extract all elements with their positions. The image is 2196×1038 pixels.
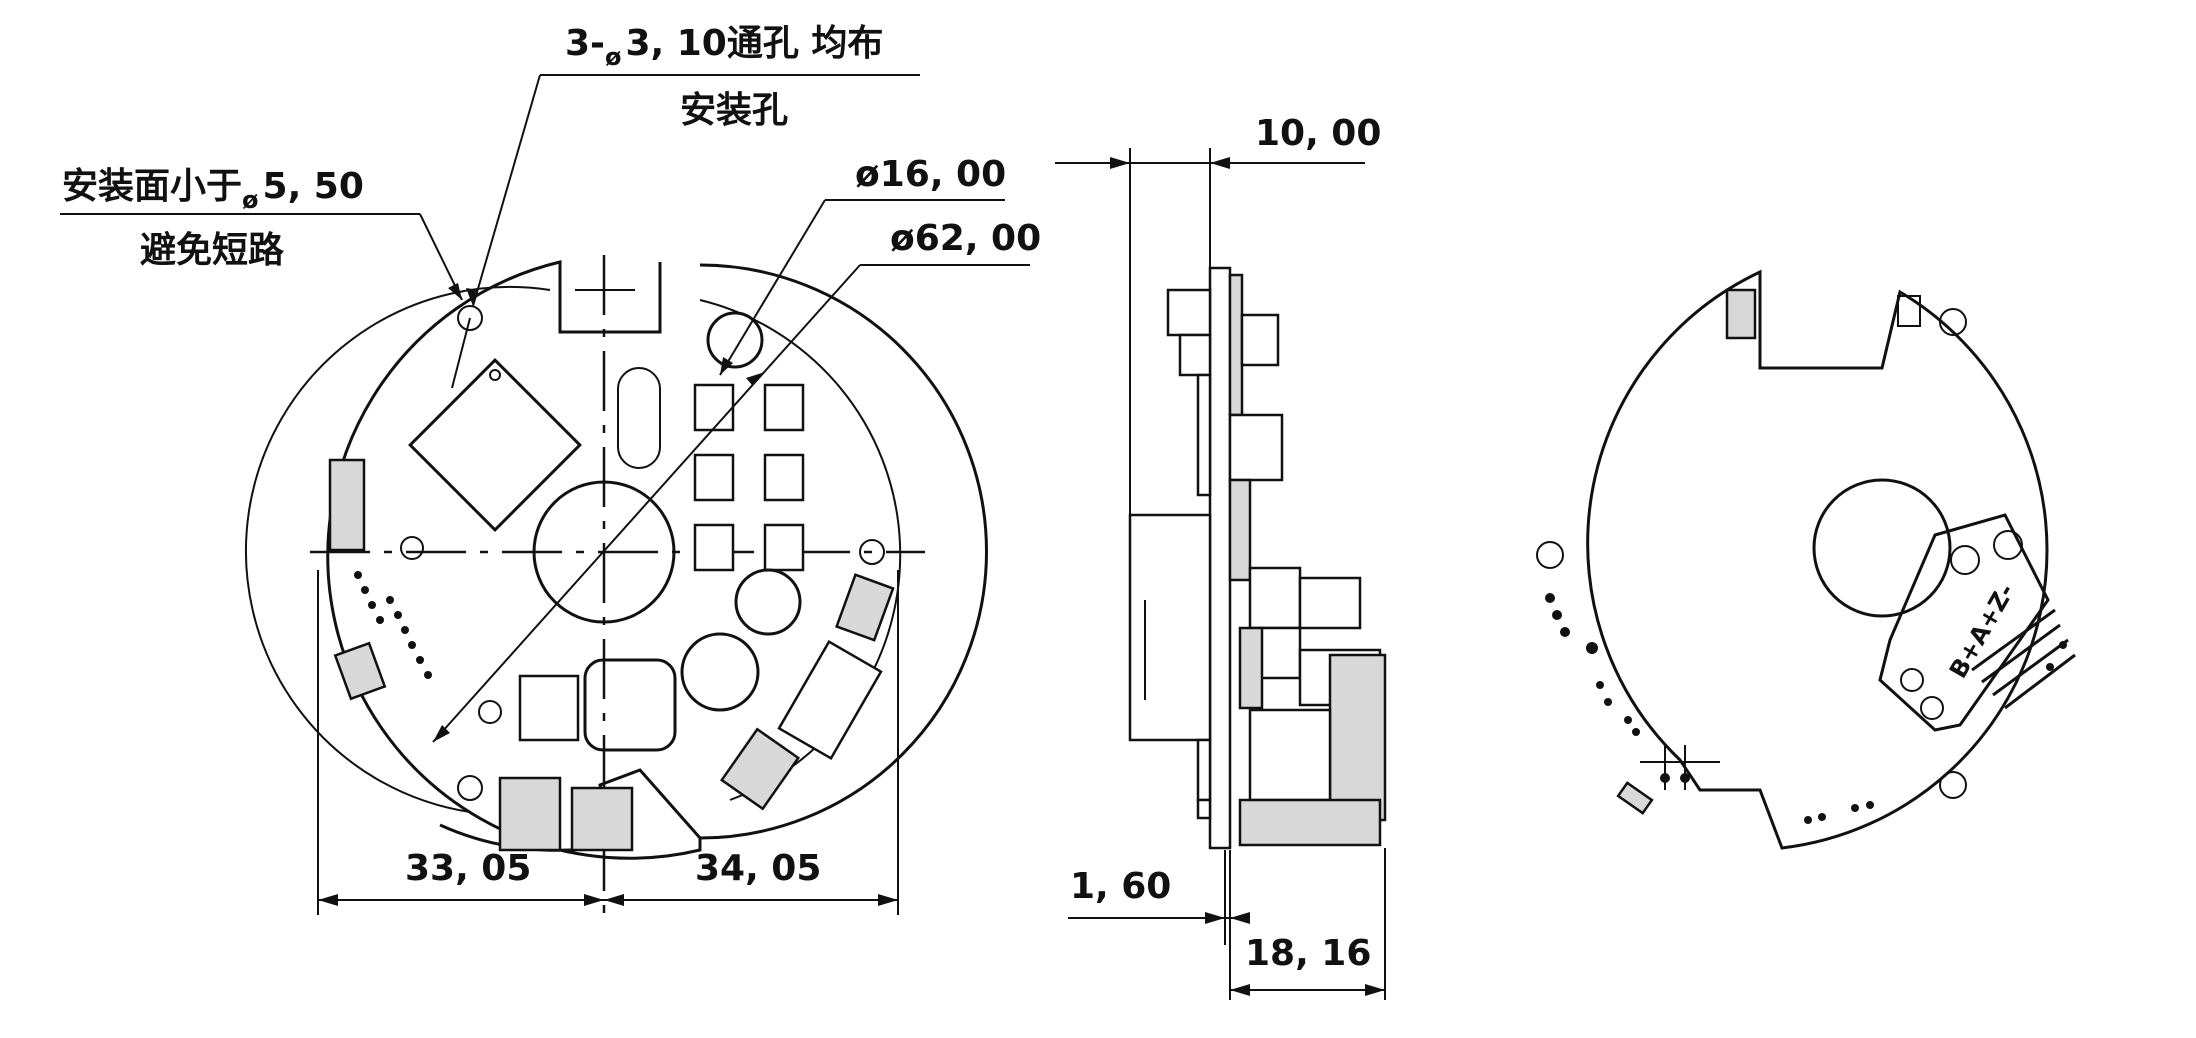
slot [617, 367, 661, 469]
mount-hole-bottom-left [457, 775, 483, 801]
side-comp-4 [1196, 738, 1212, 802]
dia-small-label: ø16, 00 [855, 154, 1006, 195]
dim-side-total: 18, 16 [1245, 933, 1371, 974]
left-connector [328, 458, 366, 552]
leader-dia-large-arrow [433, 725, 450, 742]
leader-dia-small-line [719, 199, 826, 376]
leader-holes-line2 [451, 317, 471, 389]
left-pads [354, 571, 432, 679]
side-comp-1 [1166, 288, 1212, 337]
capacitor-top [706, 311, 764, 369]
inductor [583, 658, 677, 752]
side-comp-3 [1196, 373, 1212, 497]
leader-dia-small-arrow [720, 357, 733, 375]
bottom-connector-1 [498, 776, 562, 852]
back-hole-left [1536, 541, 1564, 569]
back-pin-labels: B+A+Z- [1944, 579, 2020, 683]
side-right-4 [1298, 576, 1362, 630]
hole-lower-left [478, 700, 502, 724]
back-top-connector [1725, 288, 1757, 340]
side-right-2 [1228, 413, 1284, 482]
mount-hole-right [859, 539, 885, 565]
mount-hole-top-left [457, 305, 483, 331]
leader-holes-line [472, 74, 541, 307]
dia-large-label: ø62, 00 [890, 218, 1041, 259]
back-pins [1971, 608, 2076, 710]
leader-holes-arrow [466, 288, 478, 306]
back-center-bore [1812, 478, 1952, 618]
back-connector-plate [1878, 513, 2050, 732]
right-connector-b [777, 639, 883, 761]
leader-dia-large-line [432, 264, 861, 743]
bottom-connector-2 [570, 786, 634, 852]
mount-note-line2: 避免短路 [140, 230, 285, 271]
side-pcb [1208, 266, 1232, 850]
ic-square-rotated [408, 358, 582, 532]
soic-chips [693, 383, 805, 572]
back-hole-bottom [1939, 771, 1967, 799]
hole-left [400, 536, 424, 560]
back-crosshair [1616, 745, 1720, 815]
dim-left-width: 33, 05 [405, 848, 531, 889]
dim-right-width: 34, 05 [695, 848, 821, 889]
square-component [518, 674, 580, 742]
right-connector-a [835, 573, 895, 642]
dim-side-board: 1, 60 [1070, 866, 1171, 907]
holes-note-line2: 安装孔 [680, 90, 788, 131]
front-inner-contour [244, 285, 551, 813]
front-board-outline [326, 260, 988, 860]
center-bore [532, 480, 676, 624]
back-small-pad [1897, 295, 1921, 327]
front-view [60, 74, 1030, 915]
back-hole-top [1939, 308, 1967, 336]
side-right-5 [1248, 708, 1332, 802]
side-right-1 [1240, 313, 1280, 367]
leader-mount-arrow [448, 283, 462, 300]
capacitor-right [734, 568, 802, 636]
back-view: B+A+Z- [1536, 269, 2076, 850]
side-comp-2 [1178, 333, 1212, 377]
back-board-outline [1586, 269, 2049, 850]
left-small-connector [333, 641, 387, 701]
back-edge-pads [1545, 593, 2067, 824]
side-view [1055, 148, 1387, 1000]
dim-side-top: 10, 00 [1255, 113, 1381, 154]
side-right-strip [1228, 273, 1244, 417]
right-connector-c [719, 727, 801, 811]
side-right-3 [1248, 566, 1302, 630]
leader-dia-large-arrow2 [746, 372, 765, 385]
ic-pin1-dot [489, 369, 501, 381]
side-big-block [1128, 513, 1212, 742]
capacitor-mid [680, 632, 760, 712]
